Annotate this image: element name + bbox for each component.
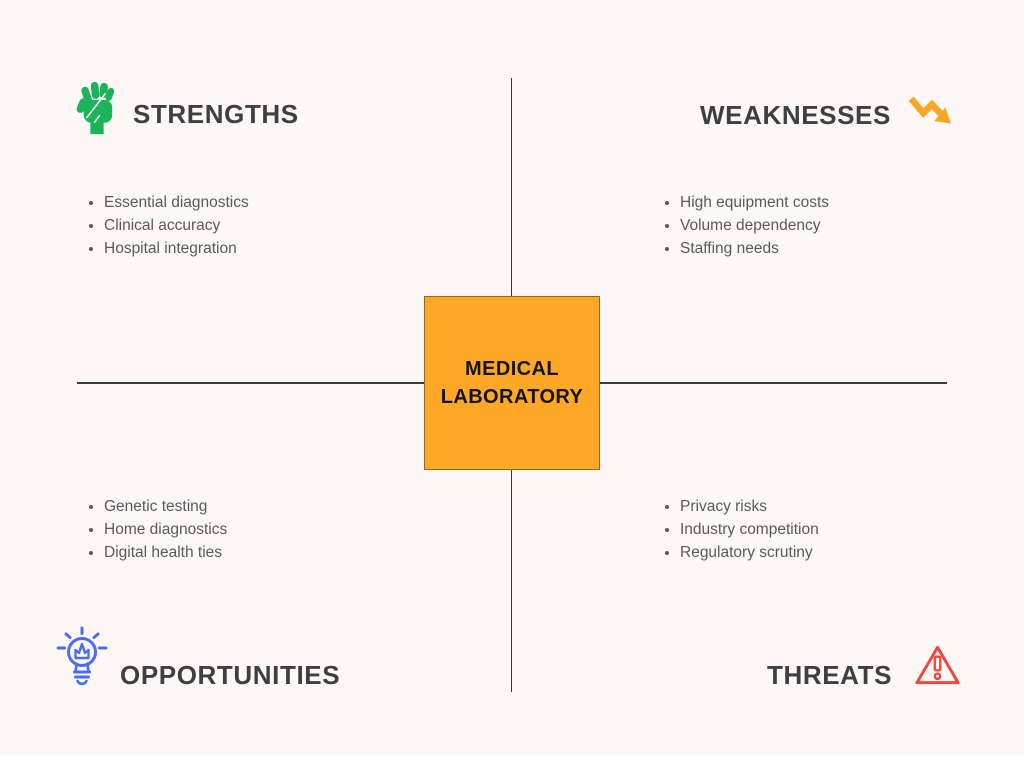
- list-item: Home diagnostics: [104, 518, 227, 541]
- center-title-line1: MEDICAL: [465, 358, 559, 380]
- list-item: Volume dependency: [680, 214, 829, 237]
- lightbulb-icon: [56, 626, 108, 699]
- list-item: Industry competition: [680, 518, 819, 541]
- warning-triangle-icon: [914, 640, 961, 695]
- opportunities-title: OPPORTUNITIES: [120, 660, 341, 690]
- list-item: Genetic testing: [104, 495, 227, 518]
- list-item: High equipment costs: [680, 191, 829, 214]
- threats-list: Privacy risksIndustry competitionRegulat…: [662, 495, 819, 564]
- list-item: Digital health ties: [104, 541, 227, 564]
- center-topic-box: MEDICAL LABORATORY: [424, 296, 600, 470]
- bottom-margin-strip: [0, 755, 1024, 768]
- strengths-list: Essential diagnosticsClinical accuracyHo…: [86, 191, 249, 260]
- threats-title: THREATS: [767, 660, 893, 690]
- list-item: Hospital integration: [104, 237, 249, 260]
- list-item: Privacy risks: [680, 495, 819, 518]
- list-item: Staffing needs: [680, 237, 829, 260]
- weaknesses-title: WEAKNESSES: [700, 100, 891, 130]
- list-item: Clinical accuracy: [104, 214, 249, 237]
- center-title-line2: LABORATORY: [440, 386, 584, 408]
- strengths-title: STRENGTHS: [133, 99, 299, 129]
- opportunities-list: Genetic testingHome diagnosticsDigital h…: [86, 495, 227, 564]
- list-item: Regulatory scrutiny: [680, 541, 819, 564]
- trend-down-arrow-icon: [906, 94, 956, 137]
- list-item: Essential diagnostics: [104, 191, 249, 214]
- weaknesses-list: High equipment costsVolume dependencySta…: [662, 191, 829, 260]
- raised-fist-icon: [74, 79, 120, 141]
